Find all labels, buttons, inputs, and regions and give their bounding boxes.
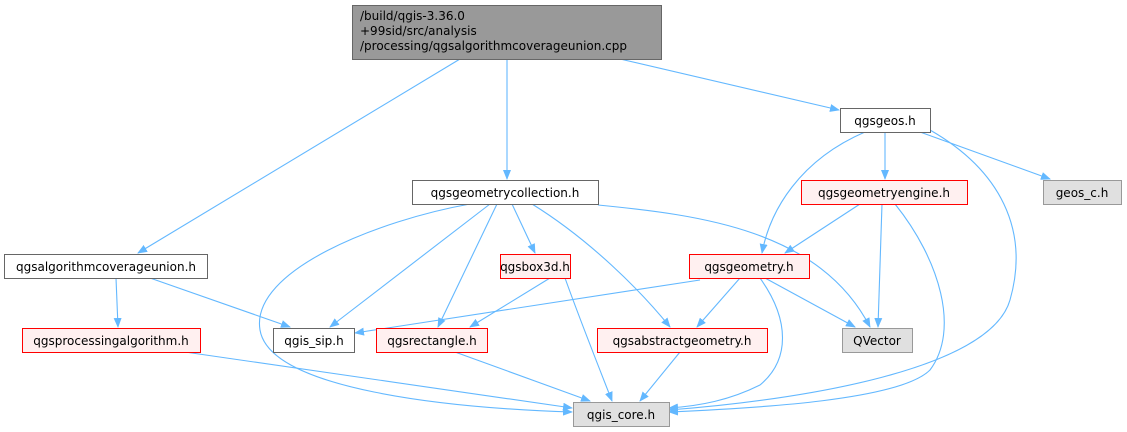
root-line-3: /processing/qgsalgorithmcoverageunion.cp… [360,39,627,53]
node-root-cpp[interactable]: /build/qgis-3.36.0 +99sid/src/analysis /… [352,5,662,60]
node-qgis-core[interactable]: qgis_core.h [573,402,670,427]
node-label: qgsgeometry.h [704,260,793,274]
node-label: qgsalgorithmcoverageunion.h [16,260,196,274]
node-label: qgsabstractgeometry.h [613,334,752,348]
node-rectangle[interactable]: qgsrectangle.h [376,328,488,353]
node-label: qgsbox3d.h [500,260,570,274]
node-qgis-sip[interactable]: qgis_sip.h [273,328,355,353]
node-geometrycollection[interactable]: qgsgeometrycollection.h [412,180,599,205]
node-processingalgorithm[interactable]: qgsprocessingalgorithm.h [22,328,201,353]
root-line-2: +99sid/src/analysis [360,24,477,38]
node-label: qgis_core.h [587,408,655,422]
node-label: geos_c.h [1056,186,1109,200]
node-label: qgsgeometryengine.h [818,186,950,200]
node-box3d[interactable]: qgsbox3d.h [500,254,571,279]
node-label: qgsgeos.h [854,114,916,128]
root-line-1: /build/qgis-3.36.0 [360,9,465,23]
node-label: qgsrectangle.h [387,334,477,348]
node-coverageunion-h[interactable]: qgsalgorithmcoverageunion.h [4,254,208,279]
node-geos-c[interactable]: geos_c.h [1043,180,1122,205]
node-label: qgsprocessingalgorithm.h [33,334,189,348]
node-qgsgeos[interactable]: qgsgeos.h [840,108,931,133]
node-label: qgsgeometrycollection.h [431,186,580,200]
node-label: qgis_sip.h [284,334,343,348]
node-geometry[interactable]: qgsgeometry.h [689,254,810,279]
node-label: QVector [853,334,901,348]
node-abstractgeometry[interactable]: qgsabstractgeometry.h [597,328,768,353]
node-geometryengine[interactable]: qgsgeometryengine.h [801,180,968,205]
edges [113,58,1051,416]
node-qvector[interactable]: QVector [842,328,913,353]
